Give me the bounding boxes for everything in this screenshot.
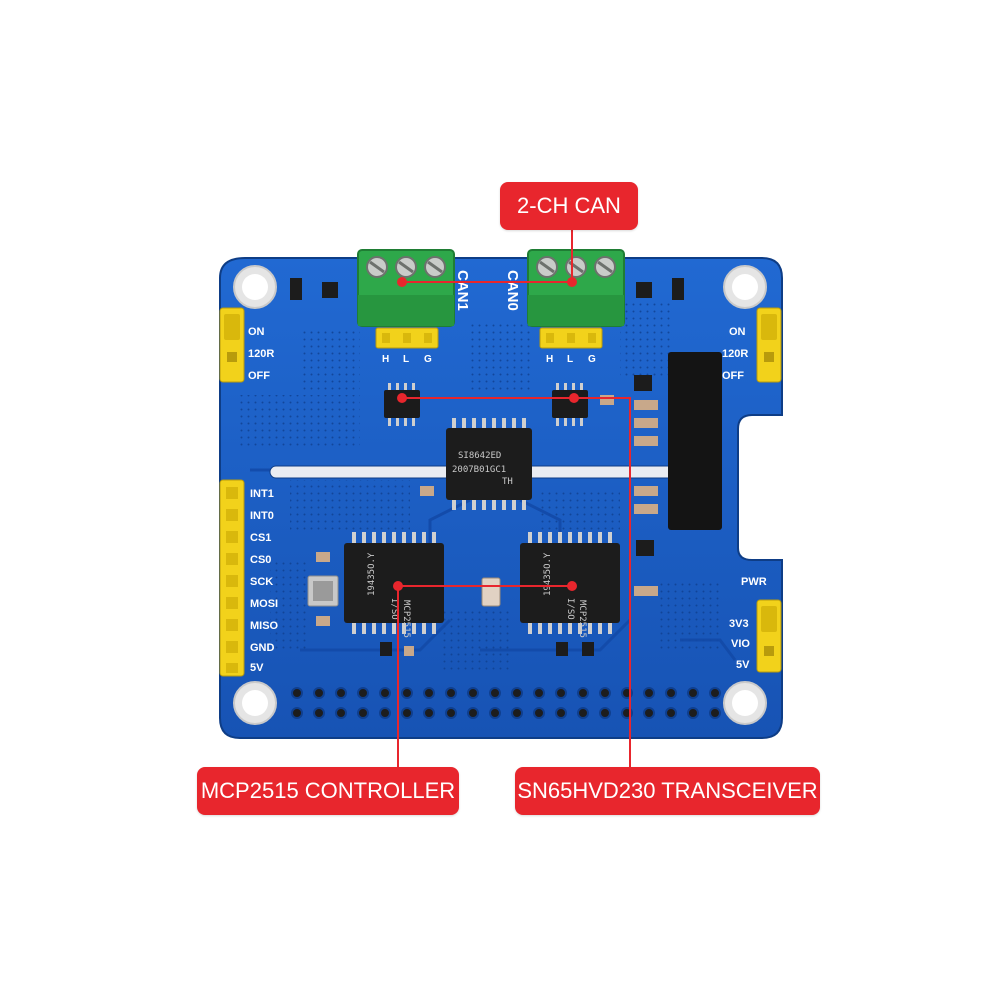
jumper-left-120r: 120R bbox=[248, 348, 274, 360]
hlg-label-can1-l: L bbox=[403, 354, 409, 365]
pin-label-int0: INT0 bbox=[250, 510, 274, 522]
callout-2ch-can: 2-CH CAN bbox=[500, 182, 638, 230]
callout-dots bbox=[393, 277, 579, 591]
jumper-left-on: ON bbox=[248, 326, 265, 338]
controller-left-marking-1: 19435O.Y bbox=[367, 552, 377, 596]
jumper-right-on: ON bbox=[729, 326, 746, 338]
hlg-label-can1-g: G bbox=[424, 354, 432, 365]
power-label-pwr: PWR bbox=[741, 576, 767, 588]
hlg-label-can0-l: L bbox=[567, 354, 573, 365]
isolator-chip-marking-2: 2007B01GC1 bbox=[452, 465, 506, 475]
controller-left-marking-2: I/SO bbox=[389, 598, 399, 620]
smd-components bbox=[290, 278, 684, 656]
controller-right-marking-1: 19435O.Y bbox=[543, 552, 553, 596]
gpio-header-holes bbox=[291, 687, 721, 719]
isolator-chip bbox=[446, 418, 532, 510]
power-label-5v: 5V bbox=[736, 659, 750, 671]
pin-label-gnd: GND bbox=[250, 642, 275, 654]
isolated-power-module bbox=[668, 352, 722, 530]
jumper-left bbox=[219, 307, 245, 383]
callout-sn65hvd230-transceiver: SN65HVD230 TRANSCEIVER bbox=[515, 767, 820, 815]
hlg-header-can1 bbox=[375, 327, 439, 349]
crystal-oscillator-small bbox=[481, 577, 501, 607]
controller-left-marking-3: MCP2515 bbox=[401, 600, 411, 638]
jumper-right-120r: 120R bbox=[722, 348, 748, 360]
hlg-label-can0-h: H bbox=[546, 354, 553, 365]
mounting-holes bbox=[233, 265, 767, 725]
pin-label-5v: 5V bbox=[250, 662, 264, 674]
crystal-oscillator bbox=[307, 575, 339, 607]
isolator-chip-marking-3: TH bbox=[502, 477, 513, 487]
can0-label: CAN0 bbox=[504, 270, 521, 311]
isolator-chip-marking-1: SI8642ED bbox=[458, 451, 501, 461]
callout-lines bbox=[397, 230, 631, 767]
pin-label-cs1: CS1 bbox=[250, 532, 271, 544]
pin-label-miso: MISO bbox=[250, 620, 279, 632]
power-label-vio: VIO bbox=[731, 638, 750, 650]
power-label-3v3: 3V3 bbox=[729, 618, 749, 630]
hlg-label-can1-h: H bbox=[382, 354, 389, 365]
pin-label-int1: INT1 bbox=[250, 488, 274, 500]
jumper-right bbox=[756, 307, 782, 383]
hlg-header-can0 bbox=[539, 327, 603, 349]
pin-label-cs0: CS0 bbox=[250, 554, 271, 566]
callout-mcp2515-controller: MCP2515 CONTROLLER bbox=[197, 767, 459, 815]
controller-right-marking-3: MCP2515 bbox=[577, 600, 587, 638]
pin-header-left bbox=[219, 479, 245, 677]
hlg-label-can0-g: G bbox=[588, 354, 596, 365]
screw-terminal-can1 bbox=[357, 249, 455, 327]
screw-terminal-can0 bbox=[527, 249, 625, 327]
jumper-power bbox=[756, 599, 782, 673]
jumper-right-off: OFF bbox=[722, 370, 744, 382]
can1-label: CAN1 bbox=[454, 270, 471, 311]
pin-label-sck: SCK bbox=[250, 576, 273, 588]
pin-label-mosi: MOSI bbox=[250, 598, 278, 610]
controller-right-marking-2: I/SO bbox=[565, 598, 575, 620]
jumper-left-off: OFF bbox=[248, 370, 270, 382]
